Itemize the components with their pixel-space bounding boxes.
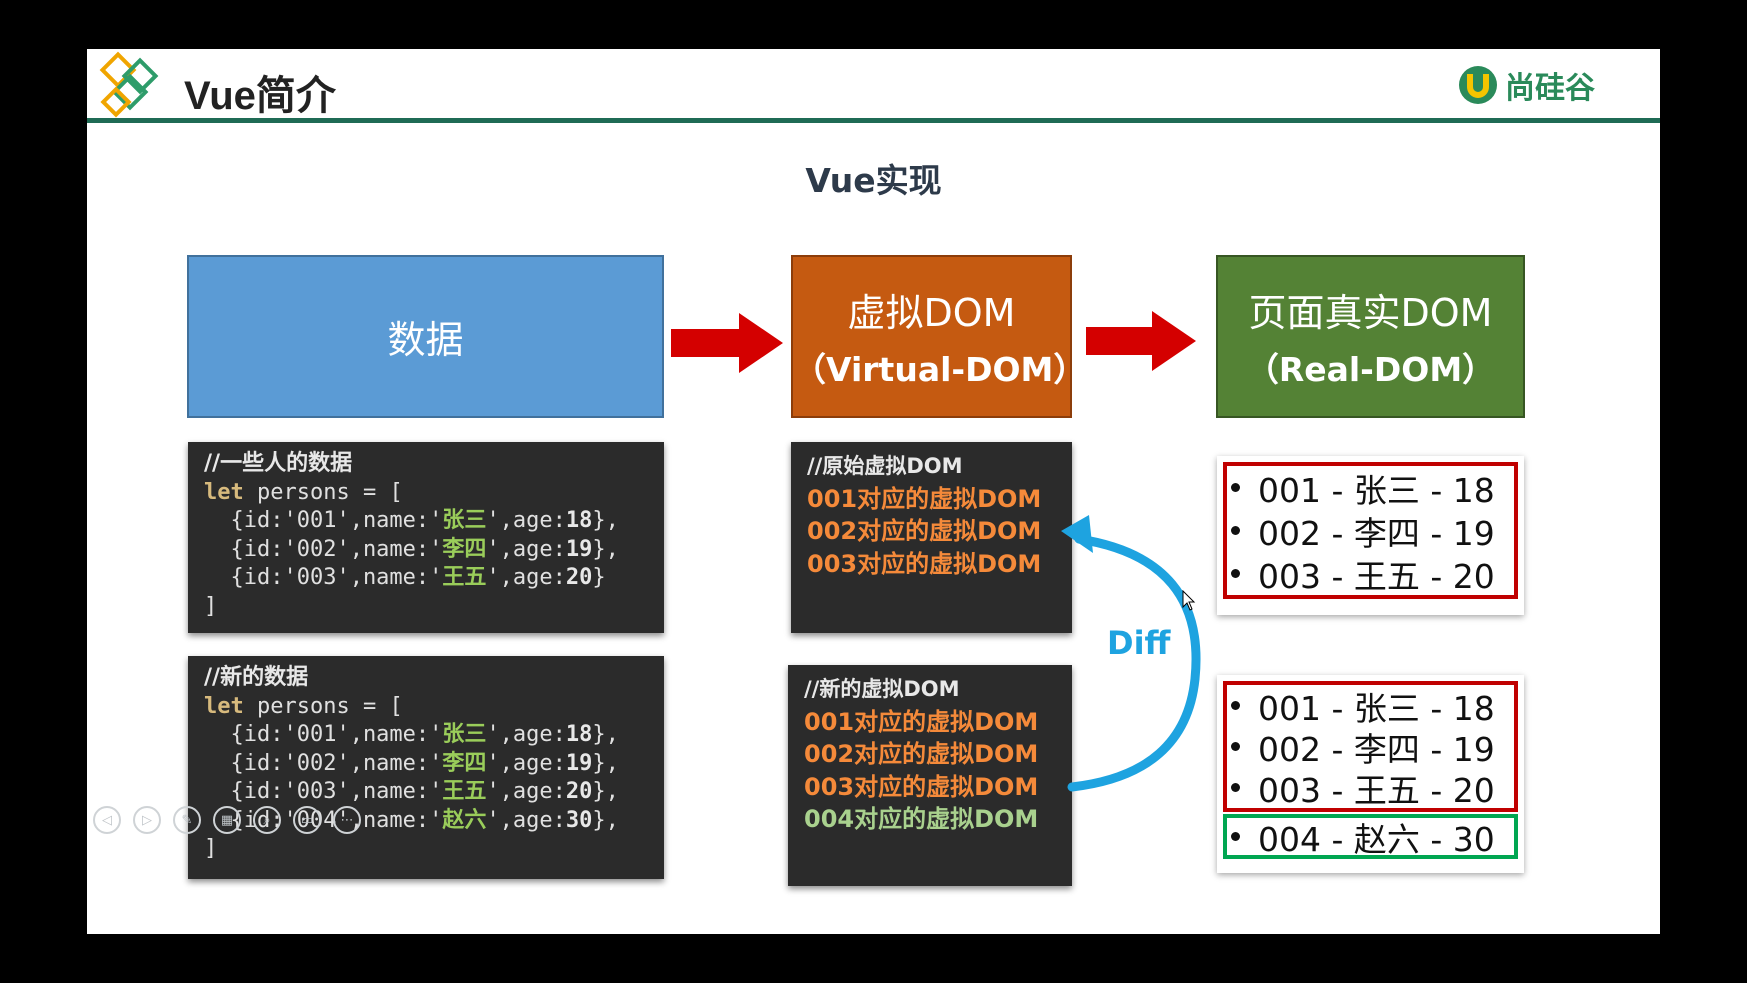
- code-comment: //一些人的数据: [204, 451, 353, 476]
- real-dom-list-old: 001 - 张三 - 18 002 - 李四 - 19 003 - 王五 - 2…: [1217, 456, 1524, 615]
- list-item: 003 - 王五 - 20: [1227, 767, 1514, 810]
- virtual-dom-title: 虚拟DOM: [847, 291, 1016, 335]
- list-item: 002 - 李四 - 19: [1227, 509, 1514, 553]
- virtual-dom-box: 虚拟DOM （Virtual-DOM）: [791, 255, 1087, 418]
- vdom-item: 003对应的虚拟DOM: [804, 772, 1039, 801]
- section-title: Vue实现: [805, 161, 942, 200]
- vdom-item: 001对应的虚拟DOM: [807, 484, 1042, 513]
- code-comment: //新的数据: [204, 665, 309, 690]
- data-box-label: 数据: [387, 318, 464, 362]
- list-item-added: 004 - 赵六 - 30: [1227, 818, 1514, 859]
- slide-title: Vue简介: [184, 74, 336, 118]
- code-line: {id:'001',name:'张三',age:18},: [204, 508, 619, 533]
- new-data-code: //新的数据 let persons = [ {id:'001',name:'张三…: [188, 656, 664, 879]
- arrow-right-icon: [1086, 311, 1196, 371]
- list-item: 001 - 张三 - 18: [1227, 466, 1514, 510]
- mouse-cursor-icon: [1182, 590, 1196, 611]
- real-dom-list-new: 001 - 张三 - 18 002 - 李四 - 19 003 - 王五 - 2…: [1217, 675, 1524, 873]
- vdom-comment: //原始虚拟DOM: [807, 454, 963, 478]
- original-virtual-dom-panel: //原始虚拟DOM 001对应的虚拟DOM 002对应的虚拟DOM 003对应的…: [791, 442, 1072, 633]
- prev-icon[interactable]: ◁: [93, 806, 121, 834]
- brand-logo: 尚硅谷: [1457, 61, 1595, 109]
- vdom-item: 002对应的虚拟DOM: [807, 517, 1042, 545]
- arrow-right-icon: [671, 313, 783, 373]
- list-item: 002 - 李四 - 19: [1227, 726, 1514, 769]
- existing-items-frame: 001 - 张三 - 18 002 - 李四 - 19 003 - 王五 - 2…: [1223, 462, 1518, 599]
- brand-u-icon: [1459, 66, 1497, 104]
- new-item-frame: 004 - 赵六 - 30: [1223, 814, 1518, 859]
- vdom-comment: //新的虚拟DOM: [804, 677, 960, 701]
- data-box: 数据: [187, 255, 664, 418]
- code-text: persons = [: [243, 693, 403, 719]
- real-dom-subtitle: （Real-DOM）: [1245, 350, 1496, 389]
- logo-diamonds-icon: [99, 51, 159, 118]
- pages-icon[interactable]: ▦: [213, 806, 241, 834]
- vdom-item-added: 004对应的虚拟DOM: [804, 805, 1039, 833]
- real-dom-title: 页面真实DOM: [1248, 291, 1493, 335]
- reused-items-frame: 001 - 张三 - 18 002 - 李四 - 19 003 - 王五 - 2…: [1223, 681, 1518, 812]
- pen-icon[interactable]: ✎: [173, 806, 201, 834]
- code-keyword: let: [204, 693, 244, 719]
- new-virtual-dom-panel: //新的虚拟DOM 001对应的虚拟DOM 002对应的虚拟DOM 003对应的…: [788, 665, 1072, 886]
- zoom-icon[interactable]: ⌕: [253, 806, 281, 834]
- real-dom-box: 页面真实DOM （Real-DOM）: [1216, 255, 1525, 418]
- code-line: {id:'003',name:'王五',age:20},: [204, 779, 619, 804]
- old-data-code: //一些人的数据 let persons = [ {id:'001',name:'…: [188, 442, 664, 633]
- code-line: {id:'002',name:'李四',age:19},: [204, 536, 619, 562]
- vdom-item: 003对应的虚拟DOM: [807, 549, 1042, 578]
- code-line: {id:'001',name:'张三',age:18},: [204, 722, 619, 747]
- diff-arrow-icon: [1061, 515, 1201, 792]
- header-divider: [87, 118, 1660, 123]
- code-text: persons = [: [243, 479, 403, 505]
- vdom-item: 002对应的虚拟DOM: [804, 740, 1039, 768]
- slide: Vue简介 尚硅谷 Vue实现 数据 虚拟DOM （Virtual-DOM） 页…: [87, 49, 1660, 934]
- presentation-toolbar: ◁ ▷ ✎ ▦ ⌕ ▭ ⋯: [93, 806, 361, 834]
- screen-icon[interactable]: ▭: [293, 806, 321, 834]
- code-line: {id:'002',name:'李四',age:19},: [204, 750, 619, 776]
- code-line: ]: [204, 836, 218, 861]
- vdom-item: 001对应的虚拟DOM: [804, 707, 1039, 736]
- brand-name: 尚硅谷: [1505, 71, 1595, 106]
- diff-label: Diff: [1107, 624, 1171, 662]
- next-icon[interactable]: ▷: [133, 806, 161, 834]
- virtual-dom-subtitle: （Virtual-DOM）: [793, 350, 1087, 389]
- list-item: 001 - 张三 - 18: [1227, 685, 1514, 728]
- code-line: ]: [204, 593, 218, 619]
- code-line: {id:'003',name:'王五',age:20}: [204, 565, 606, 590]
- code-keyword: let: [204, 479, 244, 505]
- more-icon[interactable]: ⋯: [333, 806, 361, 834]
- list-item: 003 - 王五 - 20: [1227, 552, 1514, 596]
